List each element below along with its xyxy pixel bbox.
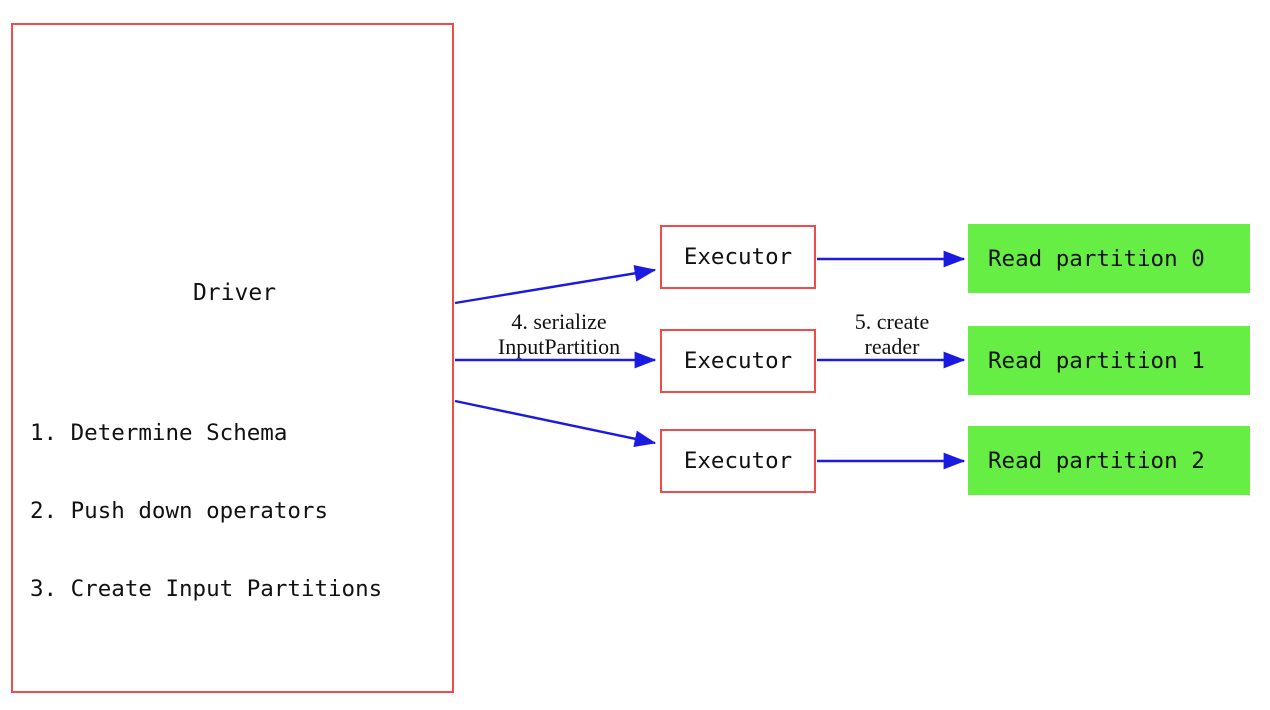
driver-box: Driver 1. Determine Schema 2. Push down … (11, 23, 454, 693)
driver-step-3: 3. Create Input Partitions (30, 576, 383, 602)
arrow-driver-to-executor-0 (454, 265, 657, 305)
executor-box-2: Executor (660, 429, 816, 493)
edge-label-serialize-line-1: 4. serialize (511, 309, 607, 334)
driver-title: Driver (192, 280, 277, 306)
partition-box-2: Read partition 2 (968, 426, 1250, 495)
executor-box-0: Executor (660, 225, 816, 289)
edge-label-create-reader-line-2: reader (864, 334, 920, 359)
driver-steps-list: 1. Determine Schema 2. Push down operato… (30, 368, 382, 654)
partition-box-1: Read partition 1 (968, 326, 1250, 395)
partition-box-0: Read partition 0 (968, 224, 1250, 293)
partition-label-2: Read partition 2 (988, 447, 1205, 474)
partition-label-1: Read partition 1 (988, 347, 1205, 374)
executor-label-1: Executor (683, 348, 793, 374)
executor-label-0: Executor (683, 244, 793, 270)
edge-label-serialize-input-partition: 4. serialize InputPartition (479, 309, 639, 359)
executor-label-2: Executor (683, 448, 793, 474)
edge-label-create-reader-line-1: 5. create (854, 309, 930, 334)
driver-step-2: 2. Push down operators (30, 498, 329, 524)
edge-label-serialize-line-2: InputPartition (497, 334, 621, 359)
driver-step-1: 1. Determine Schema (30, 420, 288, 446)
partition-label-0: Read partition 0 (988, 245, 1205, 272)
edge-label-create-reader: 5. create reader (836, 309, 948, 359)
arrow-driver-to-executor-2 (454, 399, 657, 448)
executor-box-1: Executor (660, 329, 816, 393)
